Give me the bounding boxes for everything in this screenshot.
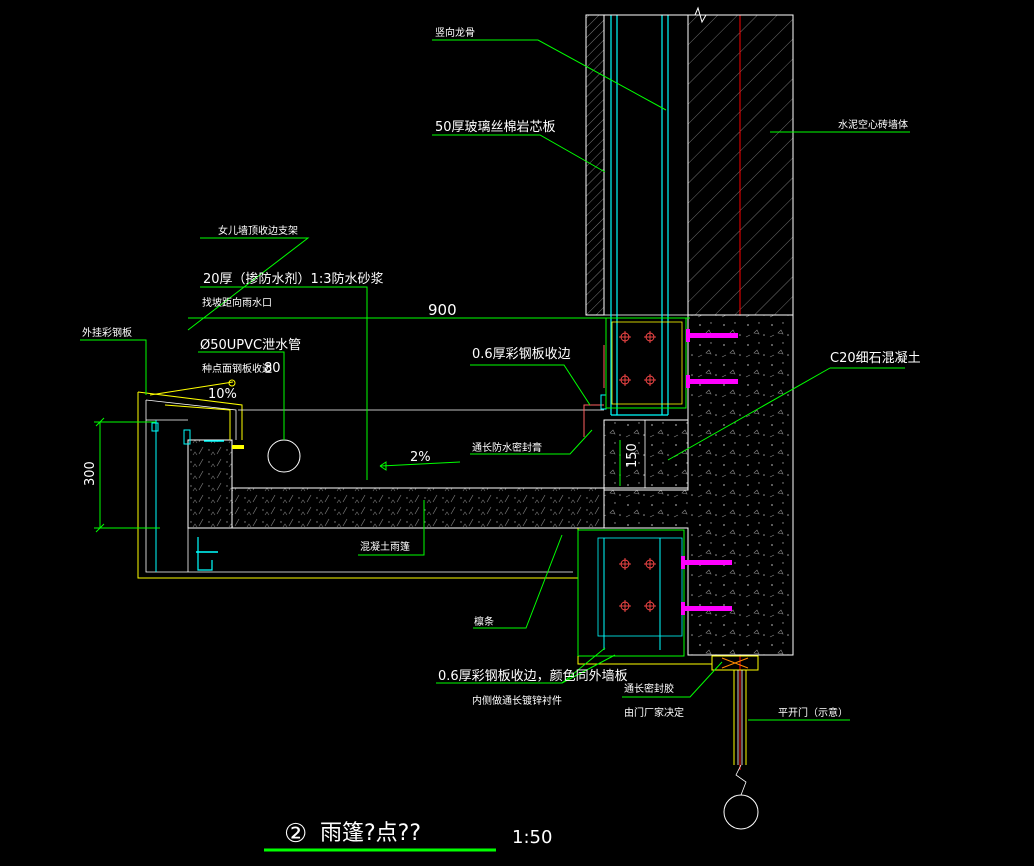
drawing-title: ② 雨篷?点?? 1:50 xyxy=(284,819,552,849)
vertical-keel xyxy=(586,6,793,416)
label-parapet-bracket: 女儿墙顶收边支架 xyxy=(218,224,298,237)
label-concrete-grade: C20细石混凝土 xyxy=(830,350,921,366)
anchor-plate-top xyxy=(605,317,738,409)
label-slope-inner: 2% xyxy=(410,450,431,465)
label-mortar-layer: 20厚（掺防水剂）1:3防水砂浆 xyxy=(203,271,383,287)
label-slab: 混凝土雨篷 xyxy=(360,540,410,553)
dim-width: 900 xyxy=(428,301,457,319)
title-scale: 1:50 xyxy=(512,827,552,848)
label-steel-trim-bottom-note: 内侧做通长镀锌衬件 xyxy=(472,694,562,707)
title-text: 雨篷?点?? xyxy=(320,821,421,846)
door-frame xyxy=(711,655,759,830)
label-outlet-note: 找坡距向雨水口 xyxy=(202,296,272,309)
insulation-board xyxy=(585,14,605,316)
dim-height: 300 xyxy=(83,461,98,486)
steel-flashing xyxy=(583,345,607,437)
dim-pipe-offset: 80 xyxy=(264,361,281,376)
label-outer-panel: 外挂彩钢板 xyxy=(82,326,132,339)
label-vertical-keel: 竖向龙骨 xyxy=(435,26,475,39)
label-steel-trim-top: 0.6厚彩钢板收边 xyxy=(472,347,571,362)
label-door: 平开门（示意） xyxy=(778,706,848,719)
dim-gap: 150 xyxy=(625,443,640,468)
label-pipe: Ø50UPVC泄水管 xyxy=(200,338,301,353)
label-slope-outer: 10% xyxy=(208,387,237,402)
drain-pipe xyxy=(267,439,301,473)
anchor-plate-bottom xyxy=(577,529,793,665)
label-pipe-note: 种点面钢板收边 xyxy=(202,362,272,375)
label-masonry-wall: 水泥空心砖墙体 xyxy=(838,118,908,131)
concrete-beam xyxy=(579,314,794,656)
leader-lines xyxy=(80,39,910,852)
annotations: 竖向龙骨 50厚玻璃丝棉岩芯板 水泥空心砖墙体 女儿墙顶收边支架 20厚（掺防水… xyxy=(82,26,921,719)
label-sealant: 通长防水密封膏 xyxy=(472,441,542,454)
label-insulation-board: 50厚玻璃丝棉岩芯板 xyxy=(435,120,556,135)
label-door-supplier: 由门厂家决定 xyxy=(624,706,684,719)
label-steel-trim-bottom: 0.6厚彩钢板收边，颜色同外墙板 xyxy=(438,668,628,684)
label-seal-strip: 通长密封胶 xyxy=(624,682,674,695)
label-purlin: 檩条 xyxy=(474,615,494,628)
title-number: ② xyxy=(284,819,307,849)
